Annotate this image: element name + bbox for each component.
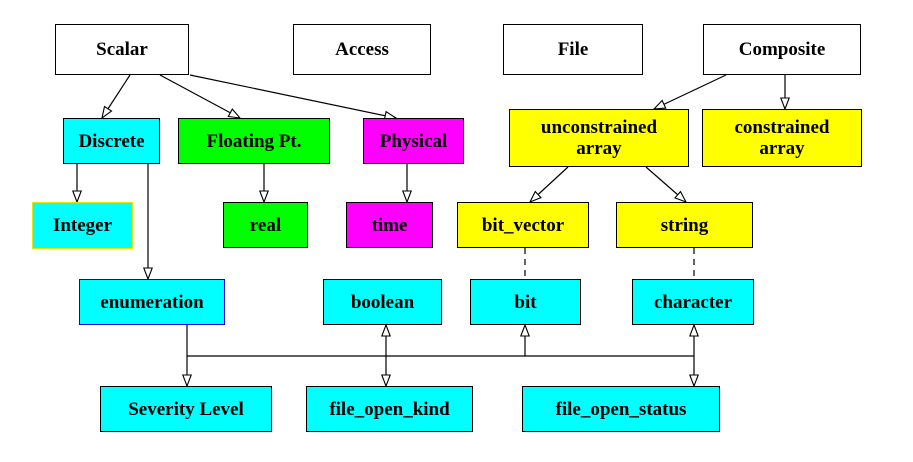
node-bit: bit: [470, 279, 581, 325]
node-discrete: Discrete: [63, 118, 160, 164]
node-unconstrained-array: unconstrained array: [509, 109, 689, 167]
node-real: real: [223, 202, 308, 248]
edge-physical-time-arrowhead: [402, 190, 412, 204]
edge-bus-fileopenstatus-arrowhead: [689, 374, 699, 388]
edge-scalar-floating-line: [159, 74, 241, 119]
edge-unconstrained-string-arrowhead: [674, 190, 688, 204]
edge-unconstrained-bitvector-arrowhead: [528, 190, 542, 204]
edge-bus-bit-arrowhead: [520, 323, 530, 337]
node-enumeration: enumeration: [79, 279, 225, 325]
node-integer: Integer: [32, 202, 133, 249]
node-character: character: [632, 279, 754, 325]
edge-scalar-physical-line: [189, 74, 397, 119]
edge-bus-fileopenkind-arrowhead: [381, 374, 391, 388]
node-file: File: [503, 24, 643, 75]
edge-scalar-discrete-arrowhead: [101, 105, 113, 120]
node-scalar: Scalar: [55, 24, 189, 75]
edge-bus-boolean-arrowhead: [381, 323, 391, 337]
edge-floating-real-arrowhead: [259, 190, 269, 204]
edge-bus-character-arrowhead: [689, 323, 699, 337]
edge-discrete-integer-arrowhead: [72, 190, 82, 204]
edge-bus-severity-arrowhead: [182, 374, 192, 388]
node-boolean: boolean: [323, 279, 442, 325]
node-physical: Physical: [363, 118, 464, 164]
node-access: Access: [293, 24, 431, 75]
node-bit-vector: bit_vector: [457, 202, 589, 248]
edge-composite-unconstrained-arrowhead: [652, 99, 667, 110]
node-string: string: [616, 202, 753, 248]
node-composite: Composite: [703, 24, 861, 75]
edge-scalar-floating-arrowhead: [227, 108, 242, 119]
node-time: time: [346, 202, 433, 248]
edge-composite-unconstrained-line: [653, 74, 727, 110]
node-file-open-kind: file_open_kind: [306, 386, 473, 432]
node-severity-level: Severity Level: [100, 386, 272, 432]
edge-discrete-enumeration-arrowhead: [143, 267, 153, 281]
node-constrained-array: constrained array: [702, 109, 862, 167]
node-file-open-status: file_open_status: [522, 386, 720, 432]
edge-composite-constrained-arrowhead: [780, 97, 790, 111]
node-floating-pt: Floating Pt.: [178, 118, 330, 164]
